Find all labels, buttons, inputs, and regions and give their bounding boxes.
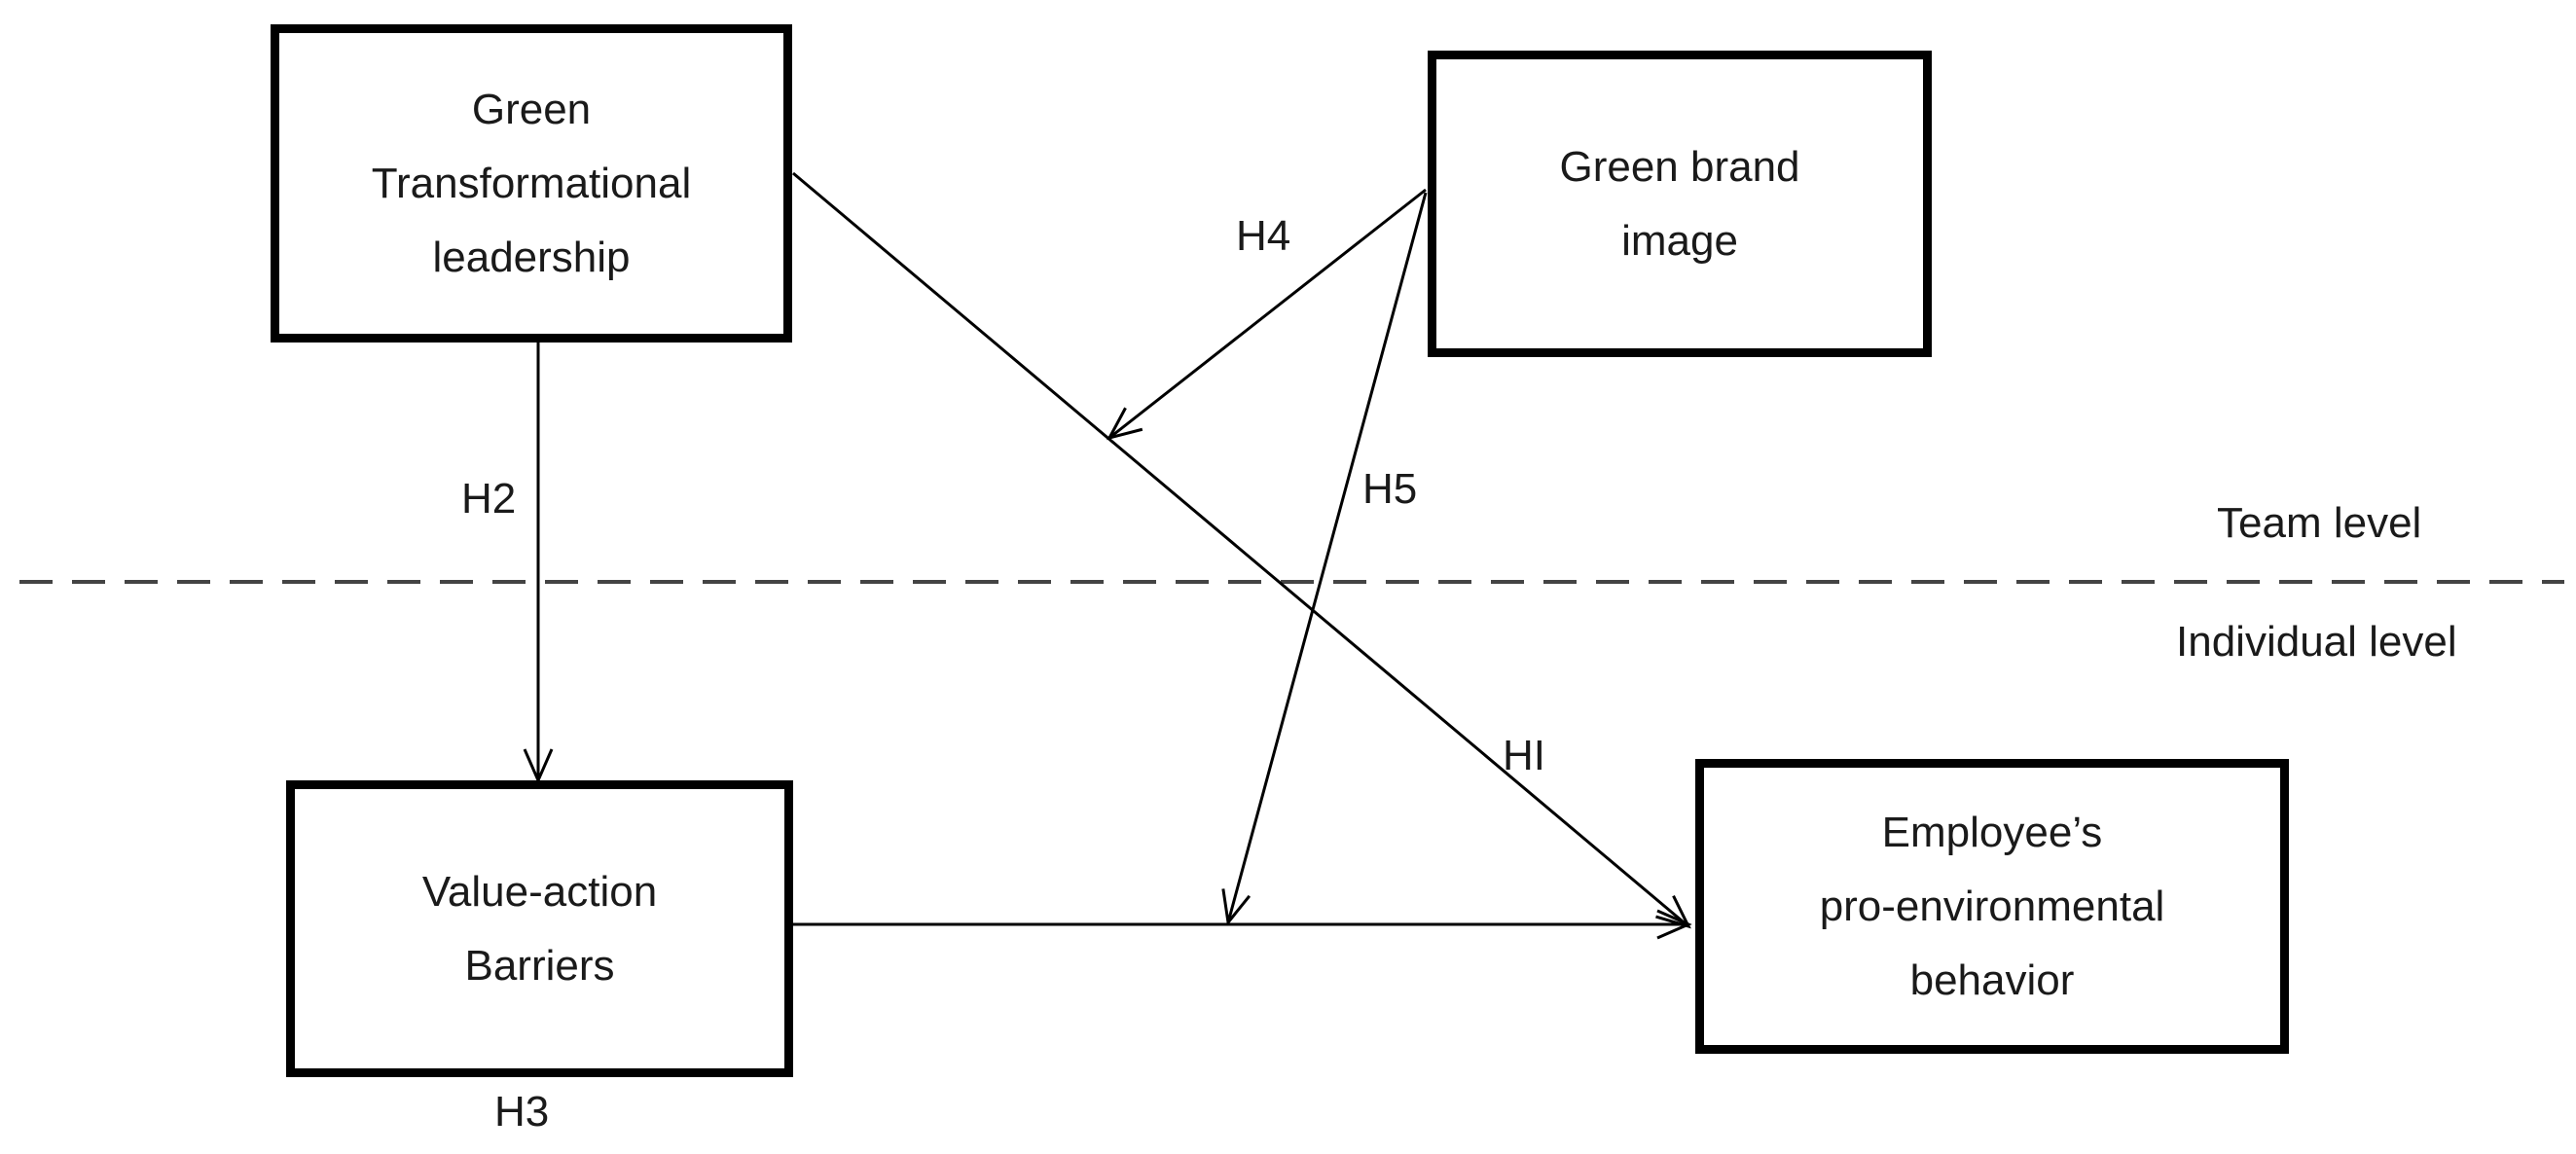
node-vab-line-2: Barriers [464,941,615,990]
node-gtl-line-2: Transformational [371,159,692,207]
team-level-label: Team level [2217,499,2422,547]
node-epb-line-3: behavior [1909,956,2075,1004]
node-green-transformational-leadership: Green Transformational leadership [271,24,792,343]
hypothesis-label-h1: HI [1503,732,1545,779]
node-green-brand-image: Green brand image [1428,51,1932,357]
arrow-h1 [792,171,1691,929]
arrow-h5 [1221,192,1428,926]
hypothesis-label-h2: H2 [461,475,517,523]
individual-level-label: Individual level [2176,618,2457,666]
node-gbi-line-1: Green brand [1559,142,1800,191]
node-gtl-line-1: Green [471,85,592,133]
arrow-h4 [1107,188,1427,441]
node-epb-line-2: pro-environmental [1819,882,2165,930]
hypothesis-label-h4: H4 [1236,212,1291,260]
node-gtl-line-3: leadership [432,233,631,281]
node-gbi-line-2: image [1621,216,1738,265]
node-value-action-barriers: Value-action Barriers [286,780,793,1077]
hypothesis-label-h5: H5 [1362,465,1418,513]
hypothesis-label-h3: H3 [494,1088,550,1136]
node-vab-line-1: Value-action [421,867,658,916]
node-employee-pro-environmental-behavior: Employee’s pro-environmental behavior [1695,759,2289,1054]
node-epb-line-1: Employee’s [1881,808,2103,856]
